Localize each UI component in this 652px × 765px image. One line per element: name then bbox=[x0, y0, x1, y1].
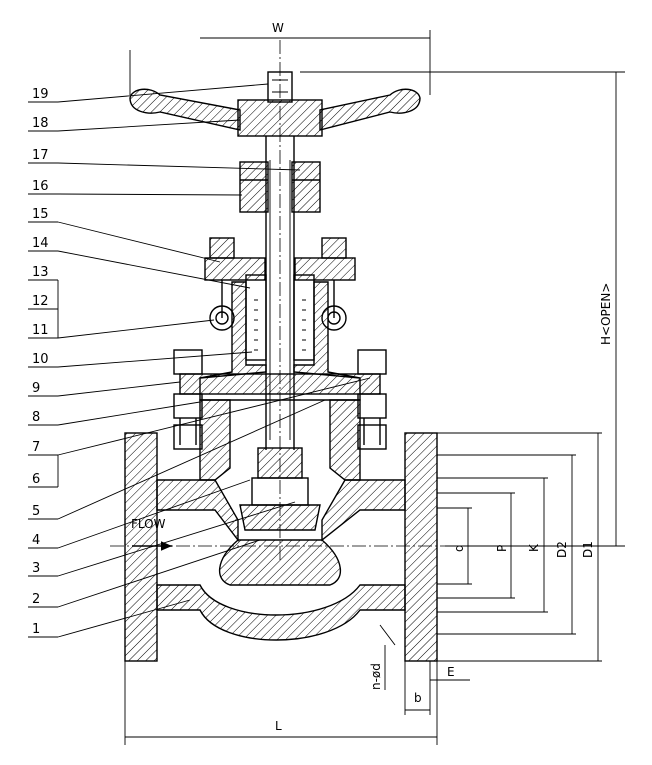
callout-16: 16 bbox=[32, 179, 49, 194]
callout-9: 9 bbox=[32, 381, 40, 396]
dimension-d1 bbox=[437, 432, 602, 662]
callout-1: 1 bbox=[32, 622, 40, 637]
yoke-nut bbox=[239, 161, 321, 213]
callout-15: 15 bbox=[32, 207, 49, 222]
dim-d2-label: D2 bbox=[555, 541, 569, 558]
callout-18: 18 bbox=[32, 116, 49, 131]
callout-7: 7 bbox=[32, 440, 40, 455]
valve-body bbox=[124, 399, 438, 662]
callout-19: 19 bbox=[32, 87, 49, 102]
callout-leader-10 bbox=[57, 351, 253, 368]
callout-leader-1 bbox=[57, 599, 191, 638]
callout-13: 13 bbox=[32, 265, 49, 280]
disc bbox=[239, 447, 321, 531]
callout-leader-19 bbox=[57, 83, 269, 103]
callout-8: 8 bbox=[32, 410, 40, 425]
dim-l-label: L bbox=[275, 719, 282, 733]
flow-label: FLOW bbox=[131, 517, 166, 531]
callout-leader-8 bbox=[57, 401, 201, 426]
callout-leader-11 bbox=[57, 319, 215, 339]
callout-leader-5 bbox=[57, 399, 326, 520]
dim-b-label: b bbox=[414, 691, 422, 705]
callout-11: 11 bbox=[32, 323, 49, 338]
dimension-d2 bbox=[437, 454, 576, 635]
dimension-h bbox=[300, 71, 625, 547]
dim-e-label: E bbox=[447, 665, 455, 679]
dimension-p bbox=[437, 492, 515, 599]
callout-leader-4 bbox=[57, 479, 251, 549]
dimension-bolt-hole bbox=[379, 624, 396, 690]
callout-14: 14 bbox=[32, 236, 49, 251]
callout-3: 3 bbox=[32, 561, 40, 576]
handwheel bbox=[129, 71, 421, 137]
callout-2: 2 bbox=[32, 592, 40, 607]
dimension-l bbox=[124, 661, 438, 745]
dim-p-label: P bbox=[495, 545, 509, 552]
callout-5: 5 bbox=[32, 504, 40, 519]
bonnet-bolts bbox=[173, 349, 387, 450]
callout-leader-17 bbox=[57, 162, 301, 171]
dimension-w bbox=[129, 30, 431, 95]
callout-leader-14 bbox=[57, 250, 251, 289]
dimension-b bbox=[404, 661, 431, 715]
callout-leader-3 bbox=[57, 501, 296, 577]
callout-10: 10 bbox=[32, 352, 49, 367]
dim-k-label: K bbox=[527, 543, 541, 552]
dimension-k bbox=[437, 477, 548, 613]
dim-h-label: H<OPEN> bbox=[599, 283, 613, 345]
callout-leader-2 bbox=[57, 539, 261, 608]
callout-6: 6 bbox=[32, 472, 40, 487]
callout-leader-16 bbox=[57, 193, 243, 196]
dimension-d bbox=[437, 507, 472, 585]
dim-d1-label: D1 bbox=[581, 541, 595, 558]
callout-leader-9 bbox=[57, 381, 181, 397]
callout-4: 4 bbox=[32, 533, 40, 548]
callout-leader-15 bbox=[57, 221, 221, 263]
callout-leader-18 bbox=[57, 119, 241, 132]
dim-w-label: W bbox=[272, 21, 284, 35]
callout-leader-7 bbox=[57, 377, 371, 456]
dim-n-phi-d-label: n-ød bbox=[369, 663, 383, 690]
callout-17: 17 bbox=[32, 148, 49, 163]
bonnet bbox=[179, 281, 381, 401]
callout-12: 12 bbox=[32, 294, 49, 309]
dim-d-label: d bbox=[452, 544, 466, 552]
